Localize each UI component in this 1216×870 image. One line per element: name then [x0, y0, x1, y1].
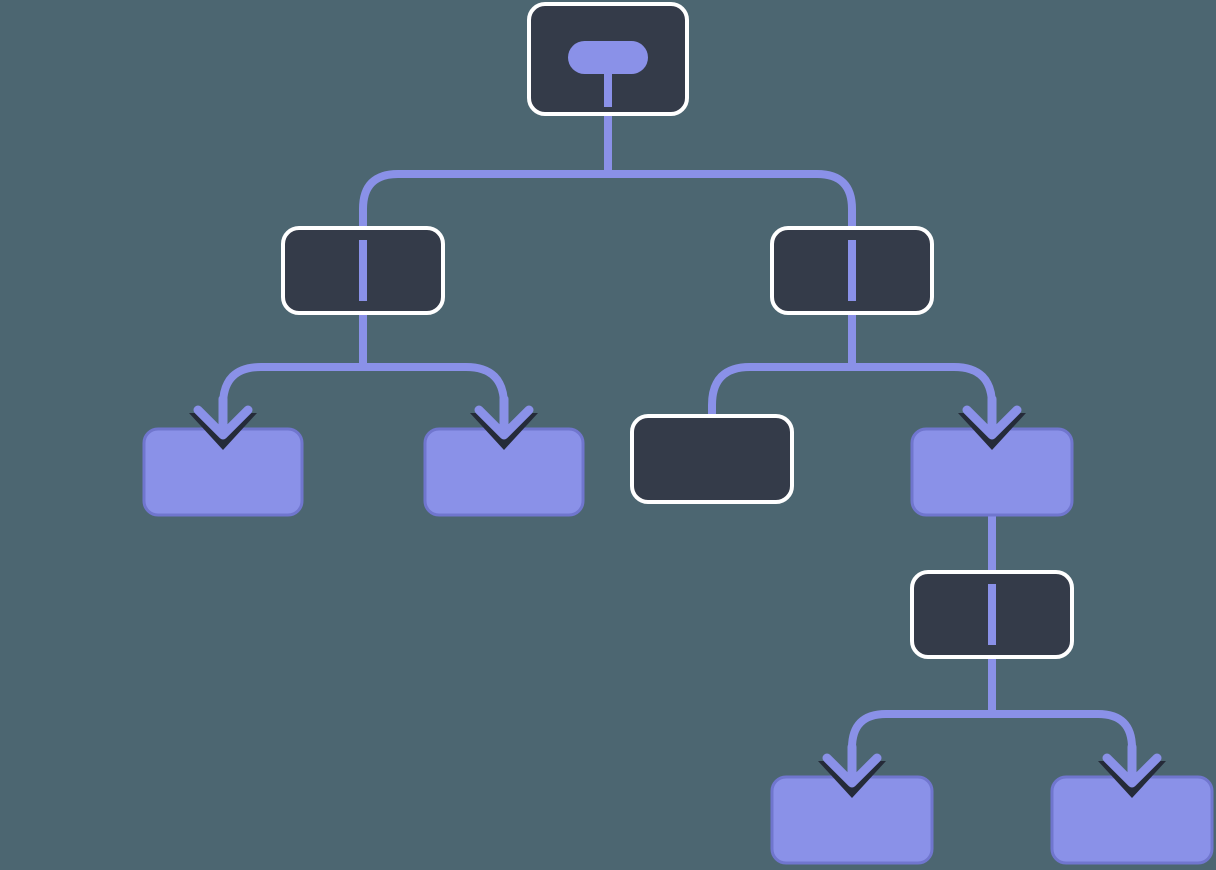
connector-branch-bottom-rail	[848, 710, 1136, 785]
connector-branch-right-rail	[708, 363, 996, 437]
arrow-head-icon	[962, 394, 1022, 440]
arrow-head-icon	[193, 394, 253, 440]
root-node-pill-stem	[604, 72, 612, 107]
arrow-head-icon	[474, 394, 534, 440]
connector-root-rail	[359, 170, 856, 228]
arrow-head-icon	[822, 742, 882, 788]
node-dark-leaf[interactable]	[630, 414, 794, 504]
connector-branch-left-rail	[219, 363, 508, 437]
arrow-head-icon	[1102, 742, 1162, 788]
root-node-pill-icon	[568, 41, 648, 74]
